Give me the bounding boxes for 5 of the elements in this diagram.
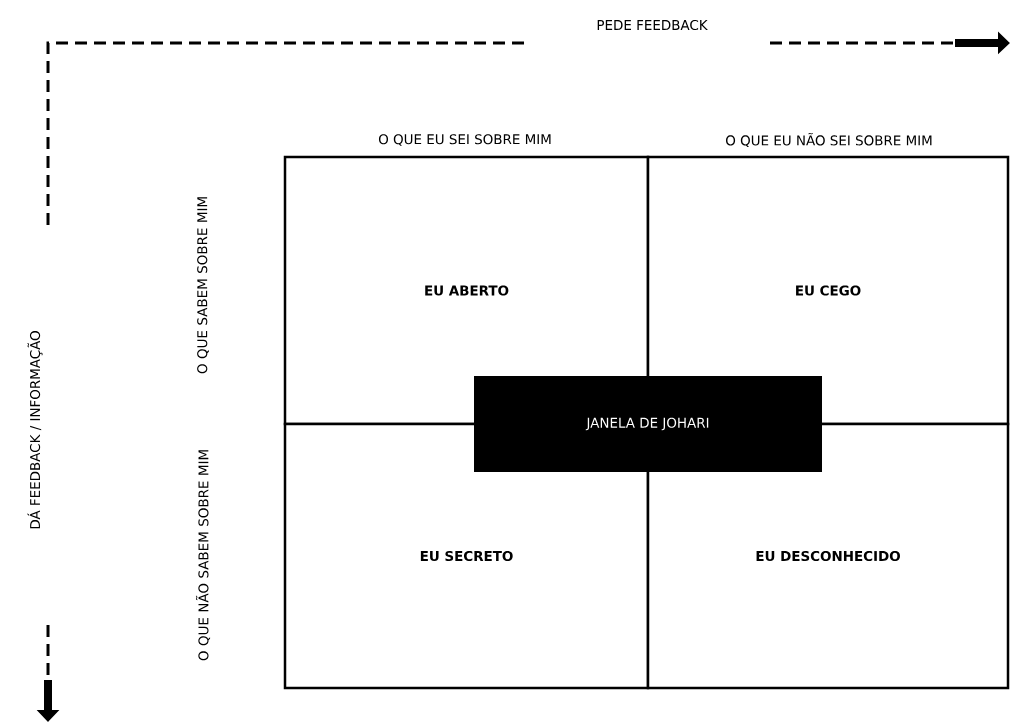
axis-label: DÁ FEEDBACK / INFORMAÇÃO bbox=[27, 331, 43, 529]
header-label: O QUE NÃO SABEM SOBRE MIM bbox=[195, 450, 211, 661]
axis-label: PEDE FEEDBACK bbox=[597, 19, 708, 31]
title-box: JANELA DE JOHARI bbox=[474, 376, 822, 472]
header-label: O QUE SABEM SOBRE MIM bbox=[197, 197, 209, 374]
